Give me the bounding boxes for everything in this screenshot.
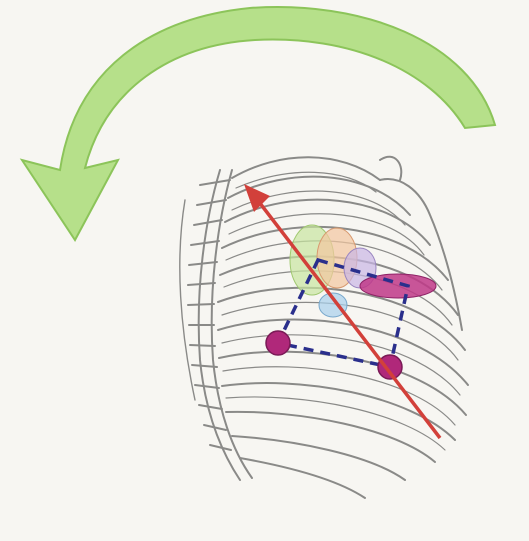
posterior-edge (180, 200, 195, 400)
rib-cage (180, 157, 468, 498)
node-left (266, 331, 290, 355)
axis-arrow (244, 184, 440, 438)
clavicle-stub (380, 157, 401, 180)
red-arrowhead (244, 184, 270, 212)
magenta-ellipse (360, 274, 436, 298)
